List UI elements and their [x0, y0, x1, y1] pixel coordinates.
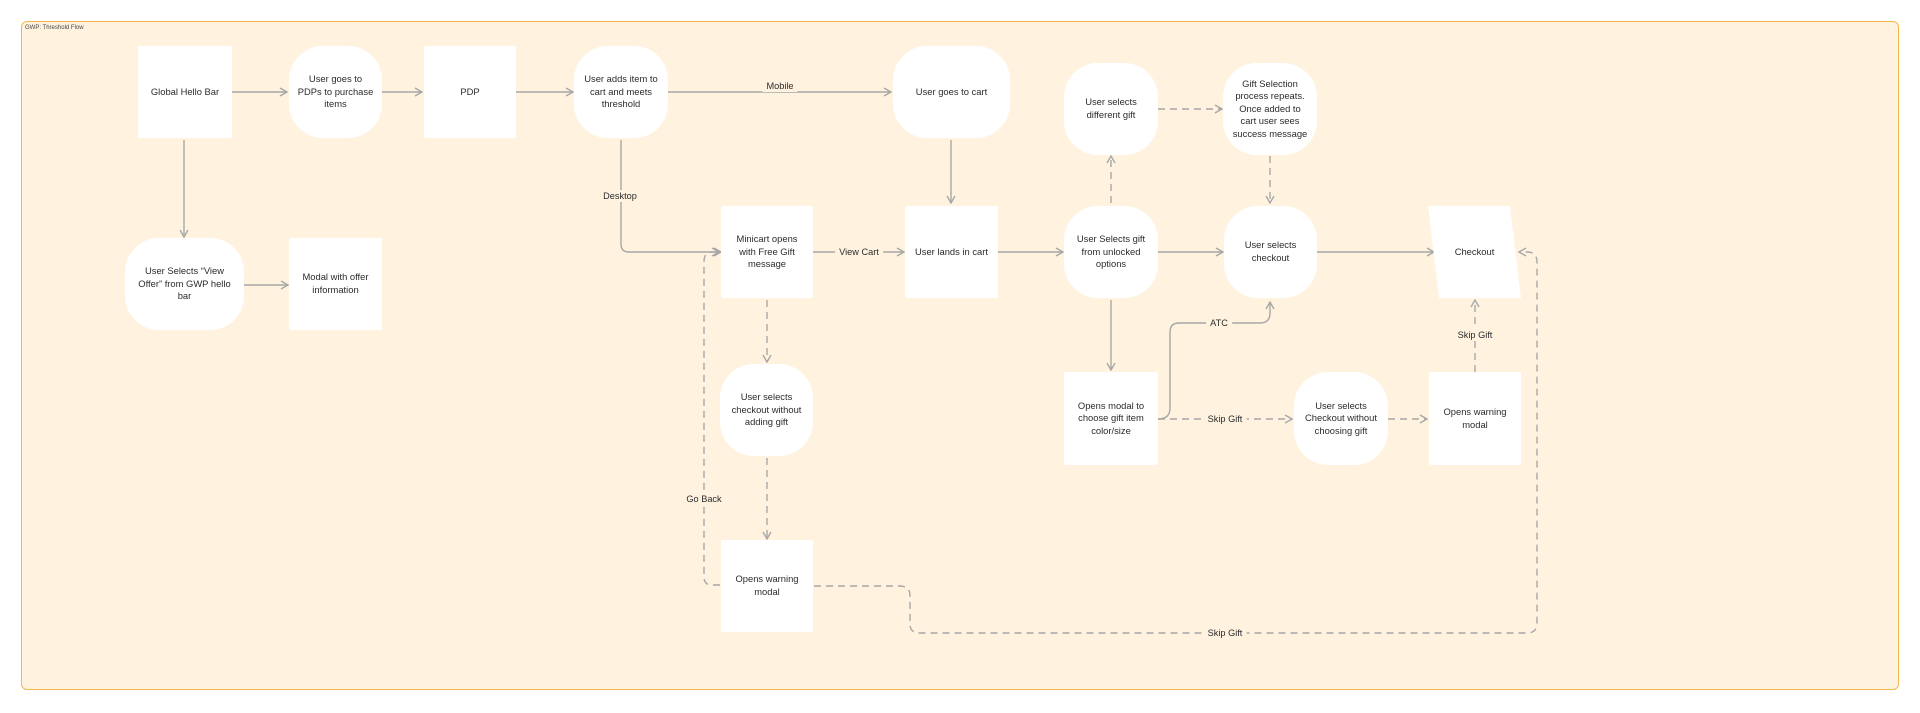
node-opens-modal-color-size: Opens modal to choose gift item color/si… — [1064, 372, 1158, 465]
node-modal-offer-info: Modal with offer information — [289, 238, 382, 330]
node-lands-in-cart: User lands in cart — [905, 206, 998, 298]
node-goes-to-pdps: User goes to PDPs to purchase items — [289, 46, 382, 138]
edge-label-mobile: Mobile — [762, 80, 798, 92]
edge-label-skip-gift-up: Skip Gift — [1453, 329, 1497, 341]
edge-label-atc: ATC — [1206, 317, 1232, 329]
edge-label-desktop: Desktop — [599, 190, 641, 202]
node-warning-modal-bottom: Opens warning modal — [721, 540, 813, 632]
edge-label-skip-gift-bottom: Skip Gift — [1203, 627, 1247, 639]
edge-go-back — [703, 247, 721, 586]
edge-label-go-back: Go Back — [682, 493, 726, 505]
frame-title: GWP: Threshold Flow — [25, 25, 84, 31]
edge-atc — [1157, 300, 1275, 420]
node-adds-item: User adds item to cart and meets thresho… — [574, 46, 668, 138]
node-pdp: PDP — [424, 46, 516, 138]
node-warning-modal-right: Opens warning modal — [1429, 372, 1521, 465]
node-checkout-without-choosing: User selects Checkout without choosing g… — [1294, 372, 1388, 465]
node-checkout-without-adding: User selects checkout without adding gif… — [720, 364, 813, 456]
edge-label-view-cart: View Cart — [835, 246, 883, 258]
edge-label-skip-gift-mid: Skip Gift — [1203, 413, 1247, 425]
node-checkout: Checkout — [1428, 206, 1521, 298]
node-view-offer: User Selects “View Offer” from GWP hello… — [125, 238, 244, 330]
edge-desktop — [620, 140, 723, 257]
node-selects-different-gift: User selects different gift — [1064, 63, 1158, 155]
node-selects-checkout: User selects checkout — [1224, 206, 1317, 298]
node-goes-to-cart: User goes to cart — [893, 46, 1010, 138]
node-selects-gift-unlocked: User Selects gift from unlocked options — [1064, 206, 1158, 298]
node-minicart-opens: Minicart opens with Free Gift message — [721, 206, 813, 298]
node-global-hello-bar: Global Hello Bar — [138, 46, 232, 138]
node-gift-selection-repeats: Gift Selection process repeats. Once add… — [1223, 63, 1317, 155]
